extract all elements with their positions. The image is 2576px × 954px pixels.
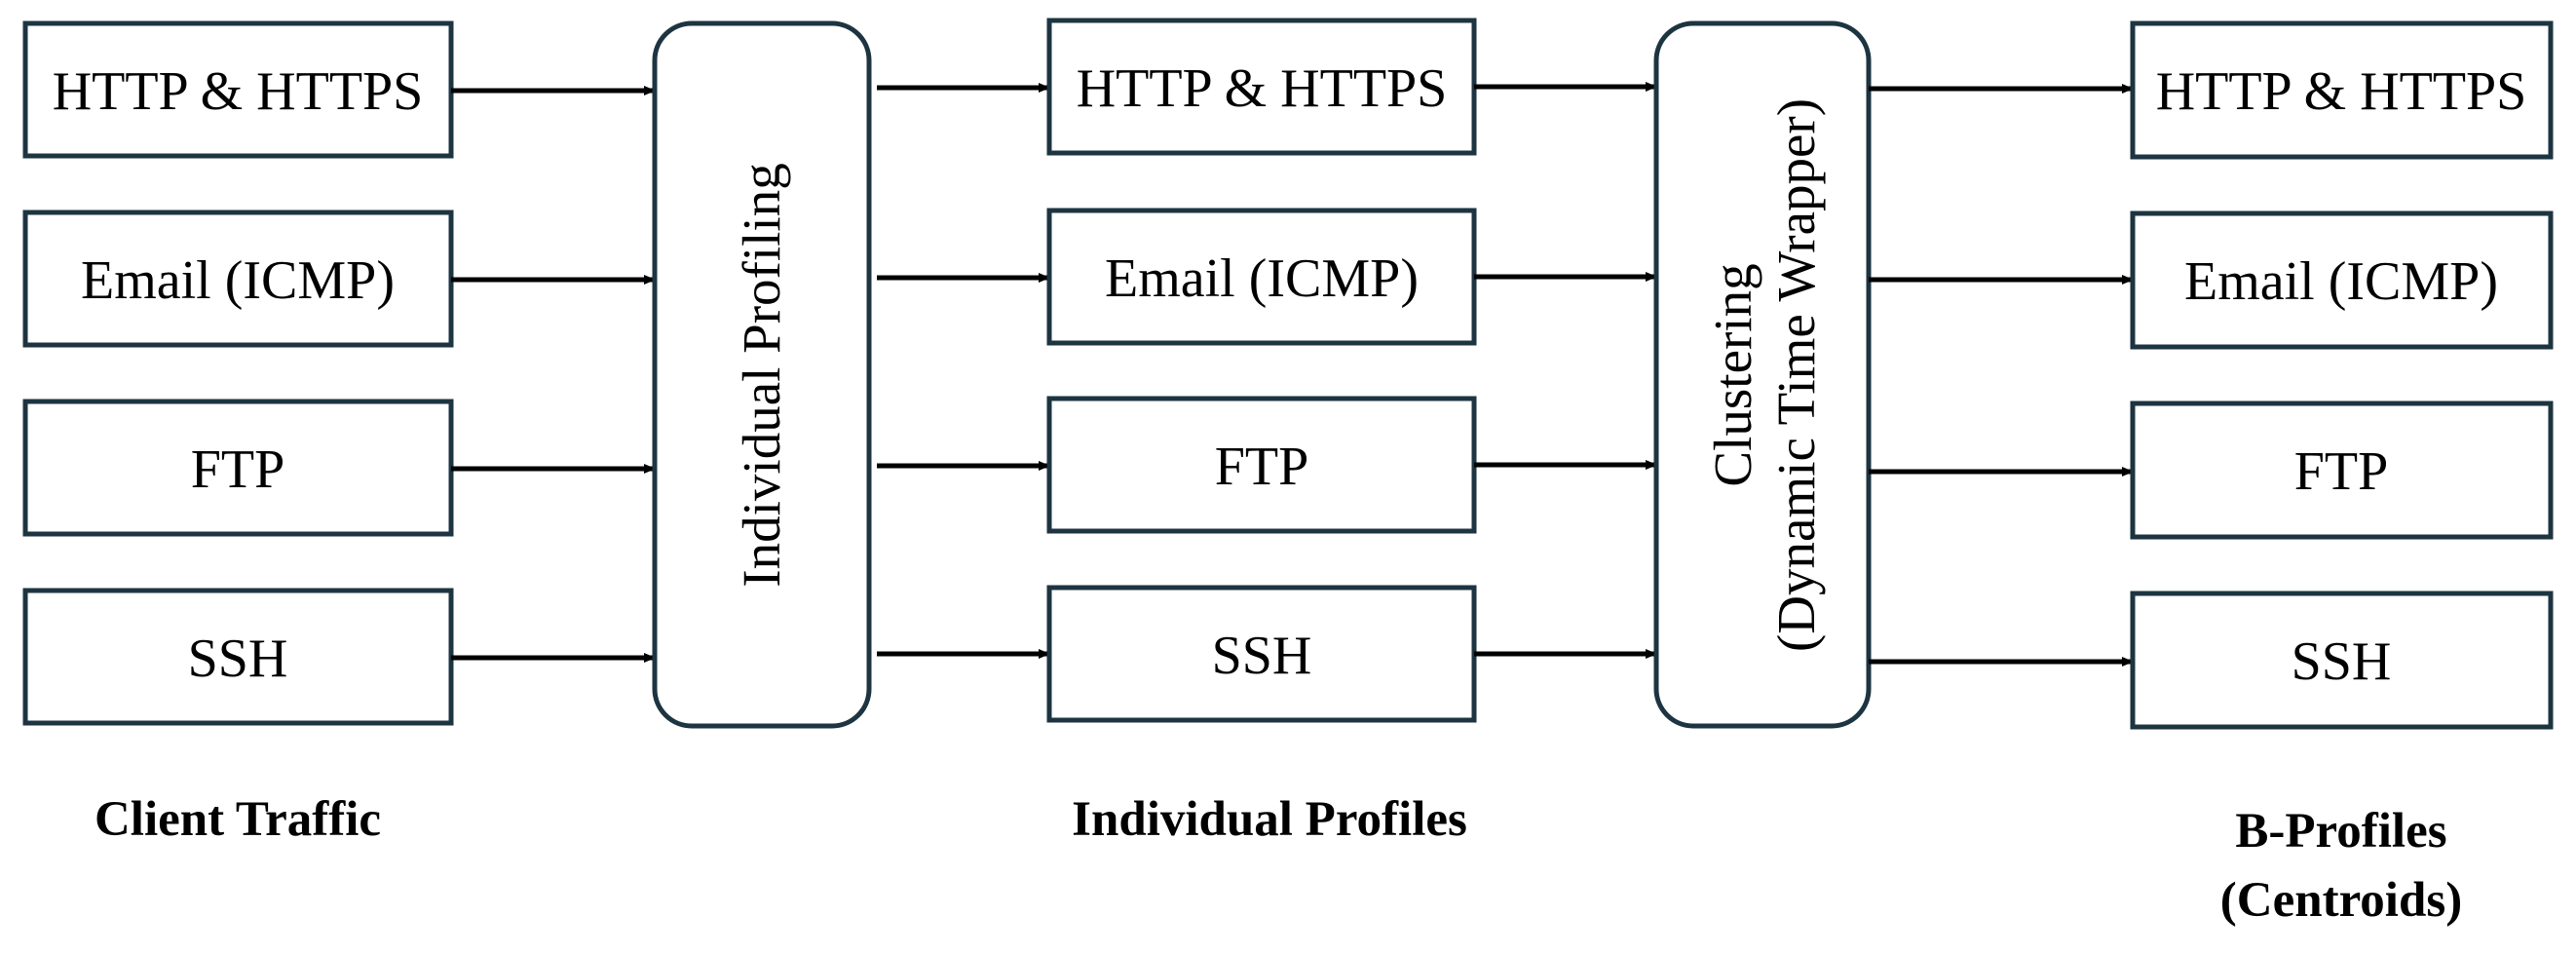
client-box-ssh: SSH <box>22 588 454 726</box>
bprofile-box-ssh-label: SSH <box>2292 631 2392 692</box>
profile-box-http: HTTP & HTTPS <box>1046 18 1477 156</box>
b-profiles-subcaption: (Centroids) <box>2220 873 2462 928</box>
client-traffic-column: HTTP & HTTPS Email (ICMP) FTP SSH Client… <box>22 20 454 847</box>
arrows-to-individual-profiles <box>877 83 1050 659</box>
arrows-to-profiling <box>451 86 656 663</box>
bprofile-box-ssh: SSH <box>2130 591 2554 730</box>
bprofile-box-email-label: Email (ICMP) <box>2184 251 2498 312</box>
individual-profiling-label: Individual Profiling <box>732 163 791 587</box>
profile-box-ssh-label: SSH <box>1212 626 1312 686</box>
profile-box-email: Email (ICMP) <box>1046 208 1477 346</box>
arrows-to-b-profiles <box>1869 84 2134 667</box>
profile-box-ftp-label: FTP <box>1215 437 1309 497</box>
bprofile-box-ftp: FTP <box>2130 401 2554 540</box>
individual-profiles-caption: Individual Profiles <box>1072 792 1467 847</box>
client-box-ftp: FTP <box>22 399 454 537</box>
profile-box-ssh: SSH <box>1046 585 1477 723</box>
individual-profiles-column: HTTP & HTTPS Email (ICMP) FTP SSH Indivi… <box>1046 18 1477 847</box>
b-profiles-column: HTTP & HTTPS Email (ICMP) FTP SSH B-Prof… <box>2130 20 2554 928</box>
profile-box-http-label: HTTP & HTTPS <box>1077 58 1448 119</box>
client-traffic-caption: Client Traffic <box>95 792 381 847</box>
bprofile-box-http: HTTP & HTTPS <box>2130 20 2554 160</box>
b-profiles-caption: B-Profiles <box>2235 804 2446 859</box>
bprofile-box-http-label: HTTP & HTTPS <box>2156 61 2527 122</box>
profile-box-ftp: FTP <box>1046 396 1477 534</box>
individual-profiling-block: Individual Profiling <box>652 20 872 729</box>
client-box-ftp-label: FTP <box>191 439 285 500</box>
client-box-http: HTTP & HTTPS <box>22 20 454 159</box>
clustering-block: Clustering (Dynamic Time Wrapper) <box>1653 20 1872 729</box>
bprofile-box-email: Email (ICMP) <box>2130 210 2554 350</box>
client-box-email: Email (ICMP) <box>22 210 454 348</box>
client-box-email-label: Email (ICMP) <box>81 250 395 311</box>
arrows-to-clustering <box>1474 82 1657 659</box>
client-box-http-label: HTTP & HTTPS <box>53 61 424 122</box>
bprofile-box-ftp-label: FTP <box>2294 441 2389 502</box>
profile-box-email-label: Email (ICMP) <box>1105 248 1419 309</box>
clustering-method-label: (Dynamic Time Wrapper) <box>1766 98 1826 652</box>
clustering-label: Clustering <box>1703 263 1762 486</box>
client-box-ssh-label: SSH <box>188 629 288 689</box>
